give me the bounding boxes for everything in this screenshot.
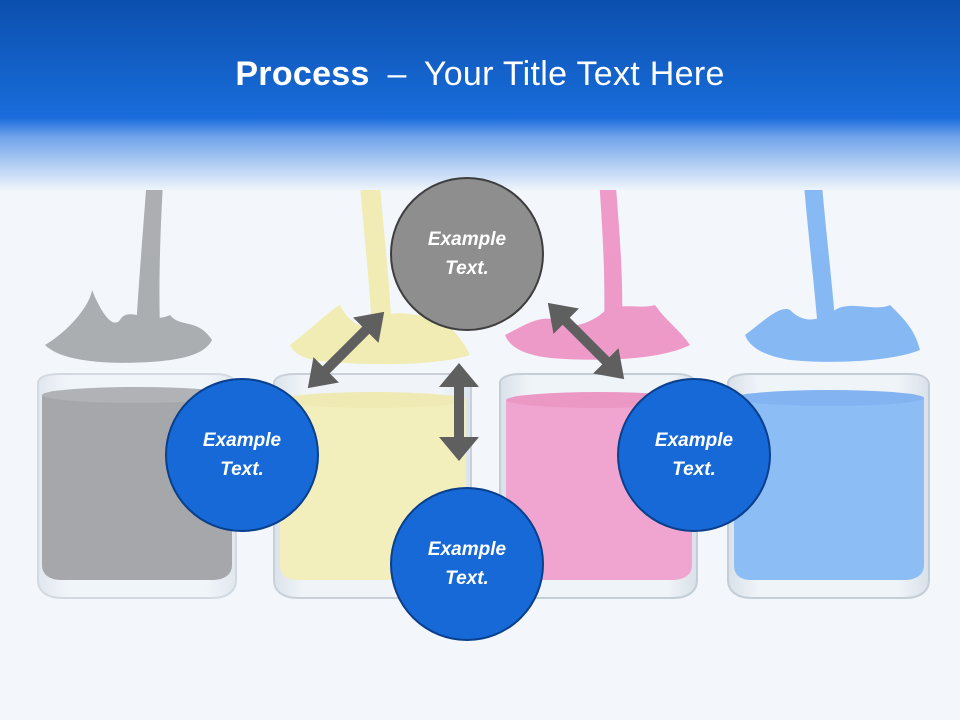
right-circle-text: Example Text. — [654, 430, 734, 480]
right-process-circle: Example Text. — [617, 378, 771, 532]
bottom-process-circle: Example Text. — [390, 487, 544, 641]
black-paint-jar — [37, 130, 237, 599]
left-process-circle: Example Text. — [165, 378, 319, 532]
top-process-circle: Example Text. — [390, 177, 544, 331]
header-band — [0, 0, 960, 190]
title-separator: – — [387, 55, 407, 93]
title-rest: Your Title Text Here — [423, 55, 725, 93]
bottom-circle-text: Example Text. — [427, 539, 507, 589]
slide-title: Process – Your Title Text Here — [0, 52, 960, 96]
left-circle-text: Example Text. — [202, 430, 282, 480]
title-bold: Process — [235, 55, 370, 93]
top-circle-text: Example Text. — [427, 229, 507, 279]
blue-paint-jar — [727, 130, 930, 599]
